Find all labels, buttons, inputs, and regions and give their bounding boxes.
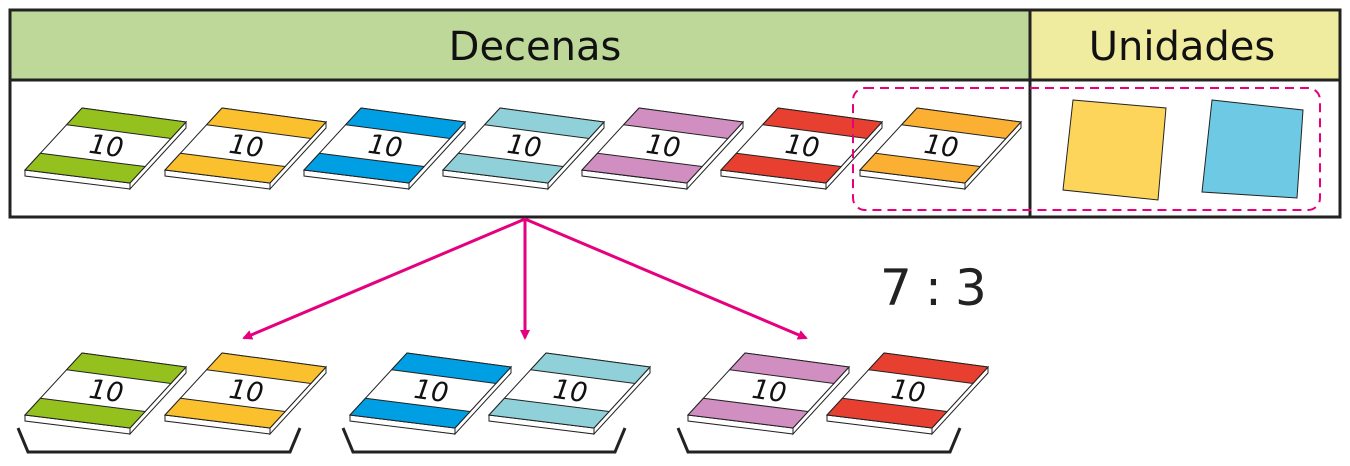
- tile-stripe-bottom: [163, 397, 287, 429]
- tile-stripe-bottom: [825, 397, 949, 429]
- ten-block: 10: [302, 107, 467, 191]
- tile-stripe-bottom: [23, 397, 147, 429]
- ten-block: 10: [719, 107, 884, 191]
- tile-stripe-top: [483, 107, 606, 139]
- group-3-ten-block: 10: [825, 352, 990, 436]
- tile-label: 10: [644, 129, 682, 164]
- units-header: Unidades: [1089, 24, 1275, 70]
- tile-label: 10: [87, 129, 125, 164]
- unit-square: [1062, 99, 1167, 201]
- tile-stripe-bottom: [23, 152, 147, 184]
- tile-stripe-top: [529, 352, 652, 384]
- tile-stripe-top: [867, 352, 990, 384]
- tile-label: 10: [505, 129, 543, 164]
- group-2-ten-block: 10: [487, 352, 652, 436]
- tile-stripe-top: [728, 352, 851, 384]
- tile-stripe-bottom: [686, 397, 810, 429]
- tile-stripe-bottom: [348, 397, 472, 429]
- division-expression: 7 : 3: [880, 259, 987, 317]
- tile-label: 10: [227, 374, 265, 409]
- tile-label: 10: [412, 374, 450, 409]
- arrow-left: [242, 217, 526, 340]
- tile-stripe-top: [65, 352, 188, 384]
- tile-label: 10: [87, 374, 125, 409]
- tile-stripe-bottom: [487, 397, 611, 429]
- tile-stripe-bottom: [719, 152, 843, 184]
- arrow-right: [524, 217, 808, 340]
- tile-stripe-bottom: [858, 152, 982, 184]
- unit-square: [1201, 99, 1304, 199]
- tile-label: 10: [922, 129, 960, 164]
- tiles-layer: 10 10 10 10 10 10 10 10 10 10 10 10 10: [23, 107, 1023, 436]
- tens-header-cell: [8, 8, 1032, 82]
- tile-stripe-top: [344, 107, 467, 139]
- divisor: 3: [955, 259, 987, 317]
- tile-stripe-top: [205, 107, 328, 139]
- division-sign: :: [925, 259, 942, 317]
- regrouping-highlight: [852, 87, 1321, 211]
- group-brackets: [16, 427, 962, 454]
- tile-label: 10: [551, 374, 589, 409]
- tens-header: Decenas: [449, 24, 622, 70]
- tile-stripe-bottom: [163, 152, 287, 184]
- group-1-ten-block: 10: [23, 352, 188, 436]
- tile-stripe-top: [205, 352, 328, 384]
- bracket-group-3: [676, 427, 962, 454]
- units-header-cell: [1028, 8, 1342, 82]
- ten-block: 10: [163, 107, 328, 191]
- tile-stripe-bottom: [580, 152, 704, 184]
- ten-block: 10: [580, 107, 745, 191]
- ten-block: 10: [23, 107, 188, 191]
- split-arrows: [242, 217, 808, 340]
- ten-block: 10: [858, 107, 1023, 191]
- tile-stripe-top: [761, 107, 884, 139]
- tile-stripe-top: [900, 107, 1023, 139]
- tile-label: 10: [783, 129, 821, 164]
- bracket-group-1: [16, 427, 302, 454]
- tile-stripe-bottom: [302, 152, 426, 184]
- group-3-ten-block: 10: [686, 352, 851, 436]
- dividend: 7: [880, 259, 912, 317]
- tile-stripe-top: [65, 107, 188, 139]
- tile-stripe-top: [622, 107, 745, 139]
- tile-label: 10: [227, 129, 265, 164]
- group-1-ten-block: 10: [163, 352, 328, 436]
- tile-label: 10: [366, 129, 404, 164]
- group-2-ten-block: 10: [348, 352, 513, 436]
- bracket-group-2: [341, 427, 627, 454]
- tile-stripe-top: [390, 352, 513, 384]
- ten-block: 10: [441, 107, 606, 191]
- tile-label: 10: [889, 374, 927, 409]
- tile-label: 10: [750, 374, 788, 409]
- tile-stripe-bottom: [441, 152, 565, 184]
